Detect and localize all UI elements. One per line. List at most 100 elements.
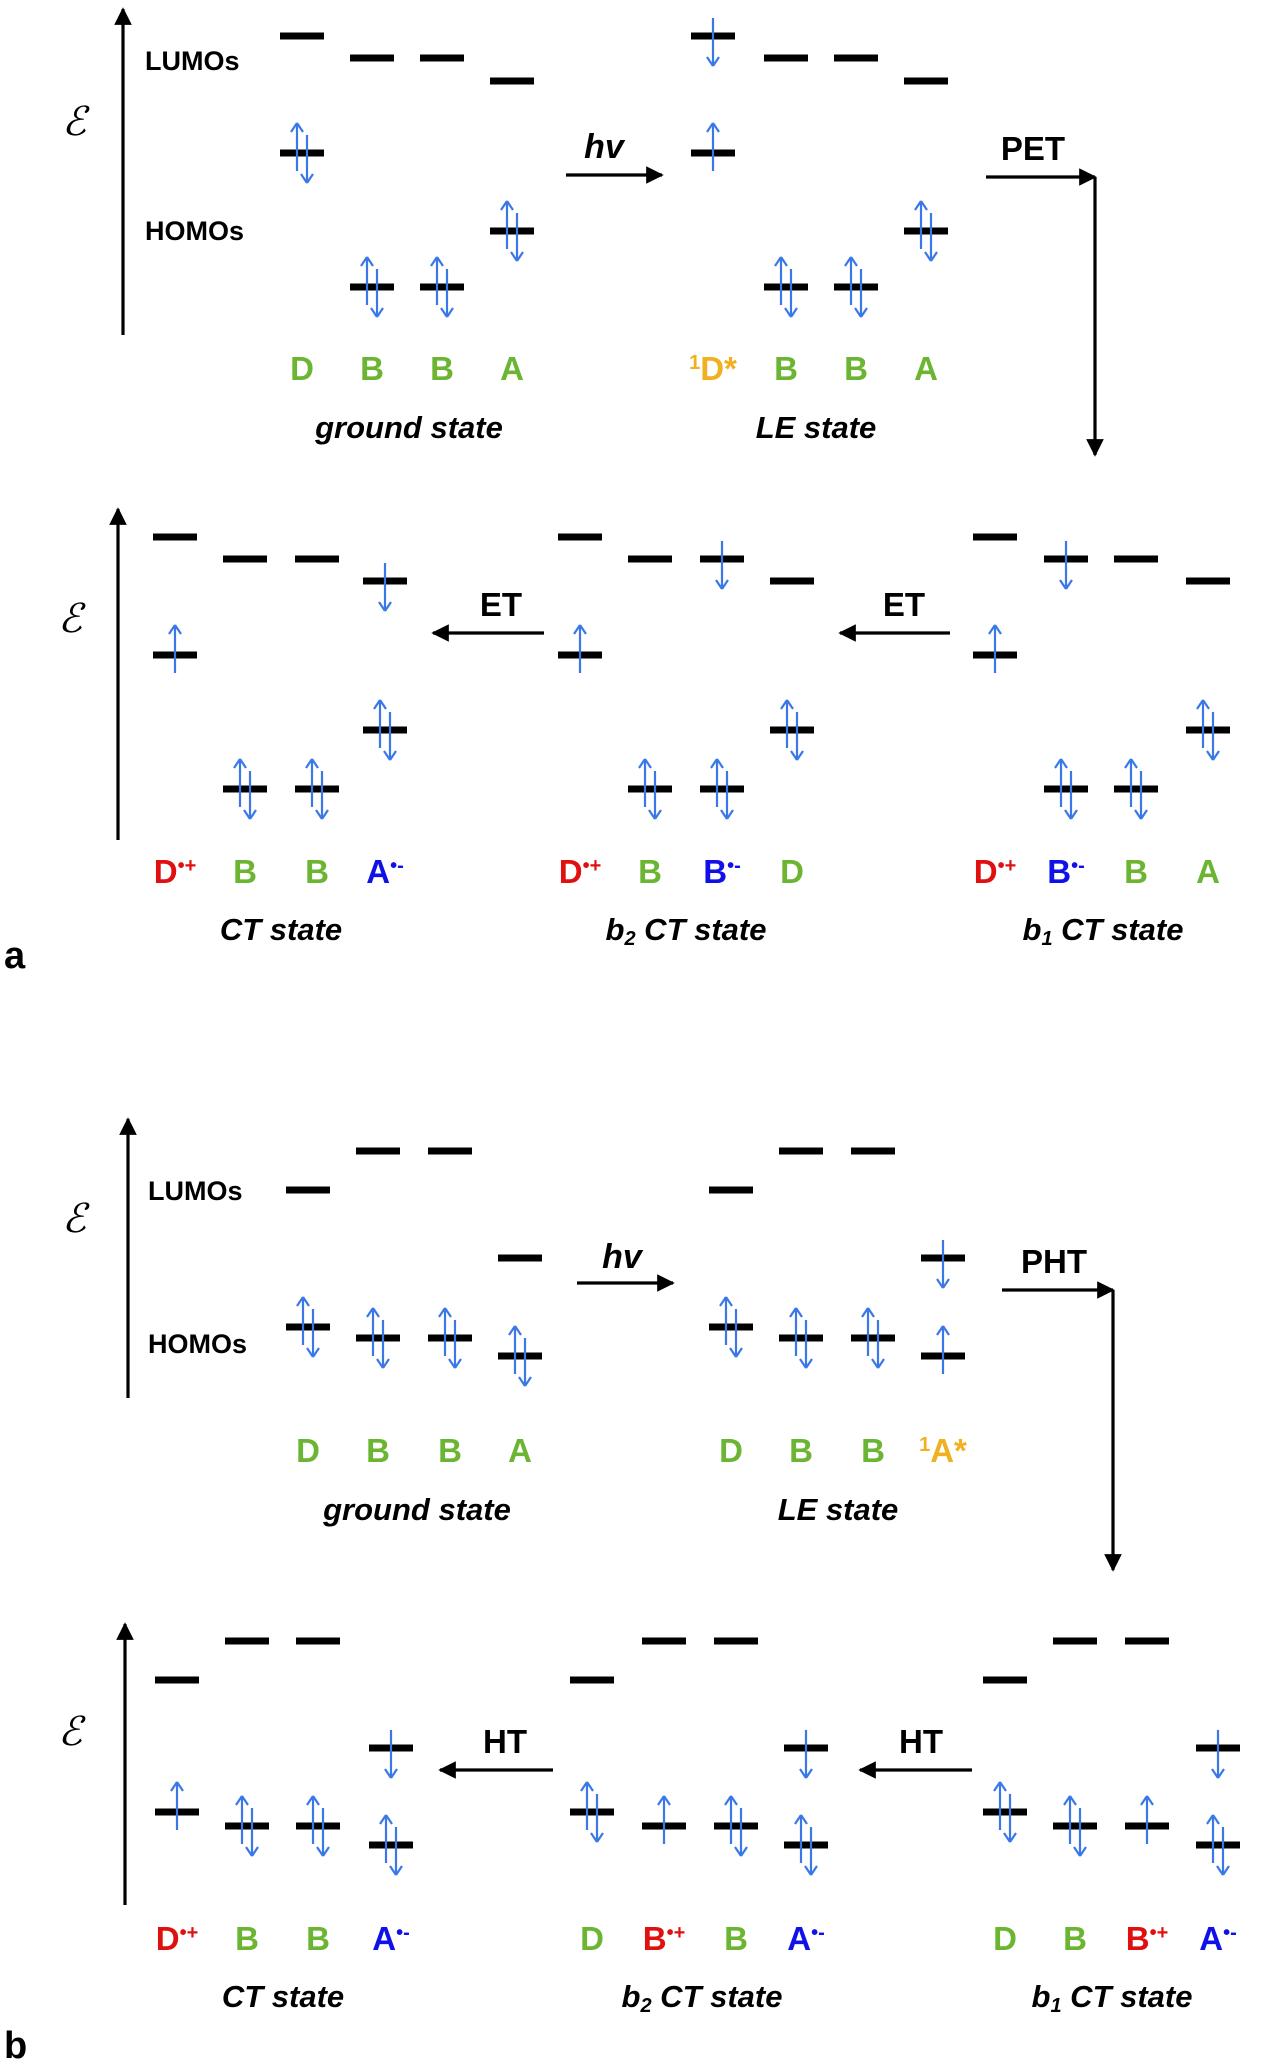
electron-down-arrow [715,541,729,590]
species-label: D [719,1432,743,1469]
species-label: 1D* [689,350,737,387]
electron-up-arrow [290,122,304,171]
species-label: B [774,350,798,387]
electron-up-arrow [360,256,374,305]
species-label: B [430,350,454,387]
species-label: A•- [366,853,404,890]
electron-down-arrow [734,1808,748,1857]
electron-up-arrow [1140,1795,1154,1844]
species-label: D•+ [156,1920,199,1957]
state-caption: b2 CT state [622,1979,783,2017]
species-label: D [296,1432,320,1469]
electron-up-arrow [438,1307,452,1356]
energy-symbol: ℰ [58,1709,86,1755]
electron-up-arrow [638,758,652,807]
homo-label: HOMOs [148,1329,247,1359]
electron-down-arrow [306,1309,320,1358]
electron-up-arrow [724,1795,738,1844]
homo-label: HOMOs [145,216,244,246]
electron-down-arrow [799,1320,813,1369]
species-label: B [724,1920,748,1957]
electron-up-arrow [719,1296,733,1345]
species-label: D•+ [154,853,197,890]
electron-up-arrow [844,256,858,305]
species-label: B [1063,1920,1087,1957]
electron-up-arrow [794,1814,808,1863]
electron-down-arrow [648,771,662,820]
species-label: A•- [787,1920,825,1957]
panel-letter-b: b [4,2025,27,2067]
electron-up-arrow [379,1814,393,1863]
electron-up-arrow [366,1307,380,1356]
electron-down-arrow [804,1827,818,1876]
electron-up-arrow [914,200,928,249]
lumo-label: LUMOs [148,1176,243,1206]
electron-up-arrow [235,1795,249,1844]
species-label: B [844,350,868,387]
electron-up-arrow [1063,1795,1077,1844]
electron-up-arrow [1124,758,1138,807]
energy-symbol: ℰ [62,1196,90,1242]
electron-up-arrow [993,1781,1007,1830]
electron-down-arrow [1003,1794,1017,1843]
electron-up-arrow [657,1795,671,1844]
species-label: A [1196,853,1220,890]
species-label: D [780,853,804,890]
electron-down-arrow [590,1794,604,1843]
pht-label: PHT [1021,1243,1087,1280]
electron-up-arrow [573,624,587,673]
species-label: D [580,1920,604,1957]
electron-down-arrow [384,1730,398,1779]
electron-up-arrow [305,758,319,807]
electron-down-arrow [518,1338,532,1387]
electron-up-arrow [430,256,444,305]
electron-up-arrow [1054,758,1068,807]
species-label: B [305,853,329,890]
pet-label: PET [1001,130,1065,167]
electron-down-arrow [784,269,798,318]
state-caption: b2 CT state [606,912,767,950]
electron-up-arrow [988,624,1002,673]
panel-letter-a: a [4,935,26,977]
electron-down-arrow [300,135,314,184]
electron-up-arrow [861,1307,875,1356]
electron-down-arrow [706,18,720,67]
energy-symbol: ℰ [62,99,90,145]
species-label: B [306,1920,330,1957]
state-caption: LE state [778,1492,899,1527]
electron-up-arrow [170,1781,184,1830]
electron-up-arrow [710,758,724,807]
et-label-1: ET [883,586,925,623]
state-caption: ground state [322,1492,511,1527]
electron-up-arrow [306,1795,320,1844]
species-label: D [290,350,314,387]
electron-up-arrow [1196,699,1210,748]
electron-down-arrow [383,712,397,761]
electron-up-arrow [780,699,794,748]
species-label: B [360,350,384,387]
et-label-2: ET [480,586,522,623]
lumo-label: LUMOs [145,46,240,76]
electron-up-arrow [373,699,387,748]
species-label: B [233,853,257,890]
species-label: A•- [372,1920,410,1957]
electron-down-arrow [1064,771,1078,820]
electron-down-arrow [1211,1730,1225,1779]
electron-down-arrow [389,1827,403,1876]
state-caption: CT state [222,1979,344,2014]
electron-down-arrow [924,213,938,262]
species-label: B•+ [1126,1920,1169,1957]
electron-up-arrow [774,256,788,305]
electron-down-arrow [316,1808,330,1857]
electron-down-arrow [936,1240,950,1289]
electron-up-arrow [706,122,720,171]
species-label: B•- [1047,853,1085,890]
species-label: B [1124,853,1148,890]
species-label: A•- [1199,1920,1237,1957]
state-caption: ground state [314,410,503,445]
electron-up-arrow [1206,1814,1220,1863]
electron-down-arrow [1073,1808,1087,1857]
state-caption: b1 CT state [1032,1979,1193,2017]
electron-down-arrow [790,712,804,761]
